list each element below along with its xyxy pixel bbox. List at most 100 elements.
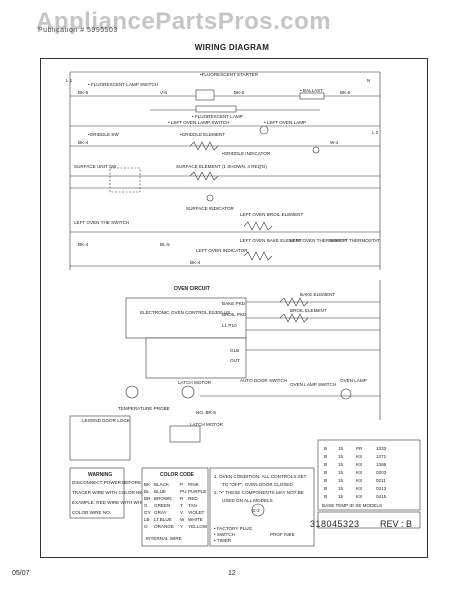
griddle-sw-label: •GRIDDLE SW [88,132,119,137]
svg-text:BK-6: BK-6 [78,90,89,95]
left-oven-bake-label: LEFT OVEN BAKE ELEMENT [240,238,302,243]
svg-text:W: W [180,517,185,522]
color-code-box [141,467,209,547]
warning-line-1: DISCONNECT POWER BEFORE SERVICING UNIT [72,480,180,485]
svg-text:BL: BL [144,489,150,494]
surface-element-label: SURFACE ELEMENT (1 SHOWN, 4 REQ'D) [176,164,267,169]
revision-bottom-label: BASE TEMP ID SE MODELS [322,503,382,508]
lamp-icon [259,125,269,135]
svg-text:15: 15 [338,446,344,451]
revision-label: REV : B [380,519,413,529]
svg-text:WHITE: WHITE [188,517,203,522]
svg-text:PINK: PINK [188,482,200,487]
starter-symbol [195,89,215,101]
notes-line-4: USED ON ALL MODELS [222,498,273,503]
warning-title: WARNING [88,472,112,478]
warning-line-4: COLOR WIRE NO. [72,510,111,515]
diagram-frame [40,58,428,558]
svg-text:KS: KS [356,462,362,467]
oven-circuit-title: OVEN CIRCUIT [174,286,210,292]
latch-motor-box [169,425,201,443]
svg-text:GY: GY [144,510,151,515]
footer-page-number: 12 [228,570,236,577]
auto-door-switch-label: AUTO DOOR SWITCH [240,378,287,383]
bake-element-symbol [243,251,273,261]
svg-text:B: B [324,470,327,475]
oven-control-label: ELECTRONIC OVEN CONTROL ES300 US [140,310,230,315]
svg-text:G: G [144,503,148,508]
connector-label: NO. BR-5 [196,410,216,415]
svg-text:ORANGE: ORANGE [154,524,174,529]
warning-line-3: EXAMPLE: RED WIRE WITH WHITE STRIPE [72,500,166,505]
svg-text:V-6: V-6 [160,90,167,95]
part-number: 318045323 [310,519,360,529]
svg-text:GREEN: GREEN [154,503,170,508]
svg-text:B: B [324,494,327,499]
control-pin-glb: GLB [230,348,239,353]
svg-text:0313: 0313 [376,486,387,491]
svg-text:T: T [180,503,183,508]
svg-text:KS: KS [356,470,362,475]
svg-text:BK: BK [144,482,151,487]
svg-text:KS: KS [356,486,362,491]
fluor-starter-label: •FLUORESCENT STARTER [200,72,259,77]
color-code-title: COLOR CODE [160,472,195,478]
svg-text:B: B [324,454,327,459]
ballast-label: • BALLAST [300,88,323,93]
control-pin-bake: BAKE PKD [222,301,246,306]
svg-text:PURPLE: PURPLE [188,489,206,494]
left-oven-light-switch-label: • LEFT OVEN LAMP SWITCH [168,120,229,125]
color-code-note: INTERNAL WIRE [146,536,182,541]
svg-text:LB: LB [144,517,150,522]
svg-text:PR: PR [356,446,363,451]
temperature-probe-icon [125,385,139,399]
griddle-element-label: •GRIDDLE ELEMENT [180,132,225,137]
ballast-symbol [299,92,325,100]
legend-door-lock-box [69,415,131,461]
svg-text:BL-5: BL-5 [160,242,170,247]
notes-line-2: TO "OFF", OVEN DOOR CLOSED [222,482,293,487]
svg-text:VIOLET: VIOLET [188,510,205,515]
svg-text:BK-6: BK-6 [234,90,245,95]
svg-text:R: R [180,496,184,501]
svg-text:YELLOW: YELLOW [188,524,208,529]
svg-text:BR: BR [144,496,151,501]
svg-text:B: B [324,486,327,491]
svg-text:GRAY: GRAY [154,510,167,515]
notes-legend-1: • FACTORY PLUG [214,526,253,531]
control-pin-out: OUT [230,358,240,363]
svg-text:0203: 0203 [376,470,387,475]
left-oven-thermostat-label: LEFT OVEN THERMOSTAT [290,238,348,243]
oven-control-lower [145,337,247,379]
fluor-lamp-label: • FLUORESCENT LAMP [192,114,243,119]
fluor-lamp-symbol [195,105,237,113]
svg-text:BROWN: BROWN [154,496,172,501]
bake-element-label: BAKE ELEMENT [300,292,335,297]
svg-text:15: 15 [338,478,344,483]
svg-text:B: B [324,446,327,451]
surface-indicator-label: SURFACE INDICATOR [186,206,234,211]
watermark: AppliancePartsPros.com [36,8,332,35]
temperature-probe-label: TEMPERATURE PROBE [118,406,170,411]
page-title: WIRING DIAGRAM [194,43,270,52]
notes-legend-3: • TIMER [214,538,232,543]
notes-legend-2: • SWITCH [214,532,235,537]
safety-thermostat-label: SAFETY THERMOSTAT [330,238,380,243]
svg-text:RED: RED [188,496,198,501]
svg-text:BK-4: BK-4 [78,140,89,145]
svg-text:BLUE: BLUE [154,489,166,494]
surface-unit-sw-label: SURFACE UNIT SW [74,164,117,169]
warning-line-2: TRACER WIRE WITH COLOR NEXT TO BASE COLO… [72,490,188,495]
control-pin-l1: L1 P10 [222,323,237,328]
svg-text:15: 15 [338,486,344,491]
svg-text:0211: 0211 [376,478,386,483]
svg-text:BK-4: BK-4 [78,242,89,247]
legend-door-lock-label: LEGEND DOOR LOCK [82,418,131,423]
revision-table [317,439,421,511]
surface-indicator-icon [206,194,214,202]
svg-text:1371: 1371 [376,454,387,459]
griddle-indicator-label: •GRIDDLE INDICATOR [222,151,271,156]
svg-text:15: 15 [338,494,344,499]
